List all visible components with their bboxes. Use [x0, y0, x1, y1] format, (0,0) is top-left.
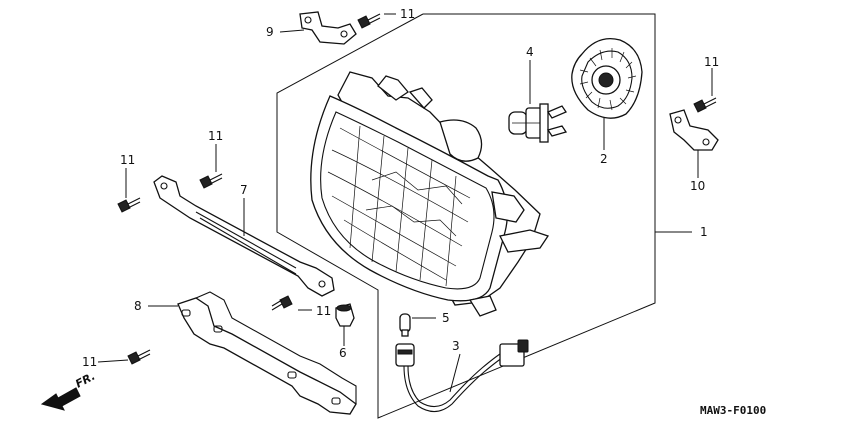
assembly-outline [276, 13, 656, 419]
front-direction-label: FR. [73, 370, 97, 391]
lower-stay [177, 291, 357, 415]
side-stay [669, 109, 719, 151]
bolt-bracket [271, 295, 293, 311]
bolt-right [693, 97, 717, 113]
callout-8: 8 [134, 299, 142, 313]
callout-9: 9 [266, 25, 274, 39]
upper-stay [299, 11, 357, 45]
headlight-bulb [508, 103, 568, 143]
callout-11-right: 11 [704, 55, 719, 69]
drawing-code: MAW3-F0100 [700, 404, 766, 417]
callout-3: 3 [452, 339, 460, 353]
dust-cover [571, 37, 643, 119]
bolt-top [357, 13, 381, 29]
callout-7: 7 [240, 183, 248, 197]
callout-6: 6 [339, 346, 347, 360]
callout-11-left-lower: 11 [120, 153, 135, 167]
socket-wiring [395, 339, 529, 413]
callout-labels: 1 2 3 4 5 6 7 8 9 10 11 11 11 11 11 11 [82, 7, 719, 369]
callout-2: 2 [600, 152, 608, 166]
callout-5: 5 [442, 311, 450, 325]
position-bulb [399, 313, 411, 337]
callout-11-bottom: 11 [82, 355, 97, 369]
bolt-bottom [127, 349, 151, 365]
bolt-left-lower [117, 197, 141, 213]
callout-11-top: 11 [400, 7, 415, 21]
callout-11-left-upper: 11 [208, 129, 223, 143]
leader-lines [97, 13, 713, 393]
callout-1: 1 [700, 225, 708, 239]
bolt-left-upper [199, 173, 223, 189]
headlight-unit [310, 71, 550, 317]
callout-10: 10 [690, 179, 705, 193]
front-direction-arrow: FR. [40, 370, 97, 411]
grommet [335, 303, 355, 327]
callout-4: 4 [526, 45, 534, 59]
callout-11-bracket: 11 [316, 304, 331, 318]
